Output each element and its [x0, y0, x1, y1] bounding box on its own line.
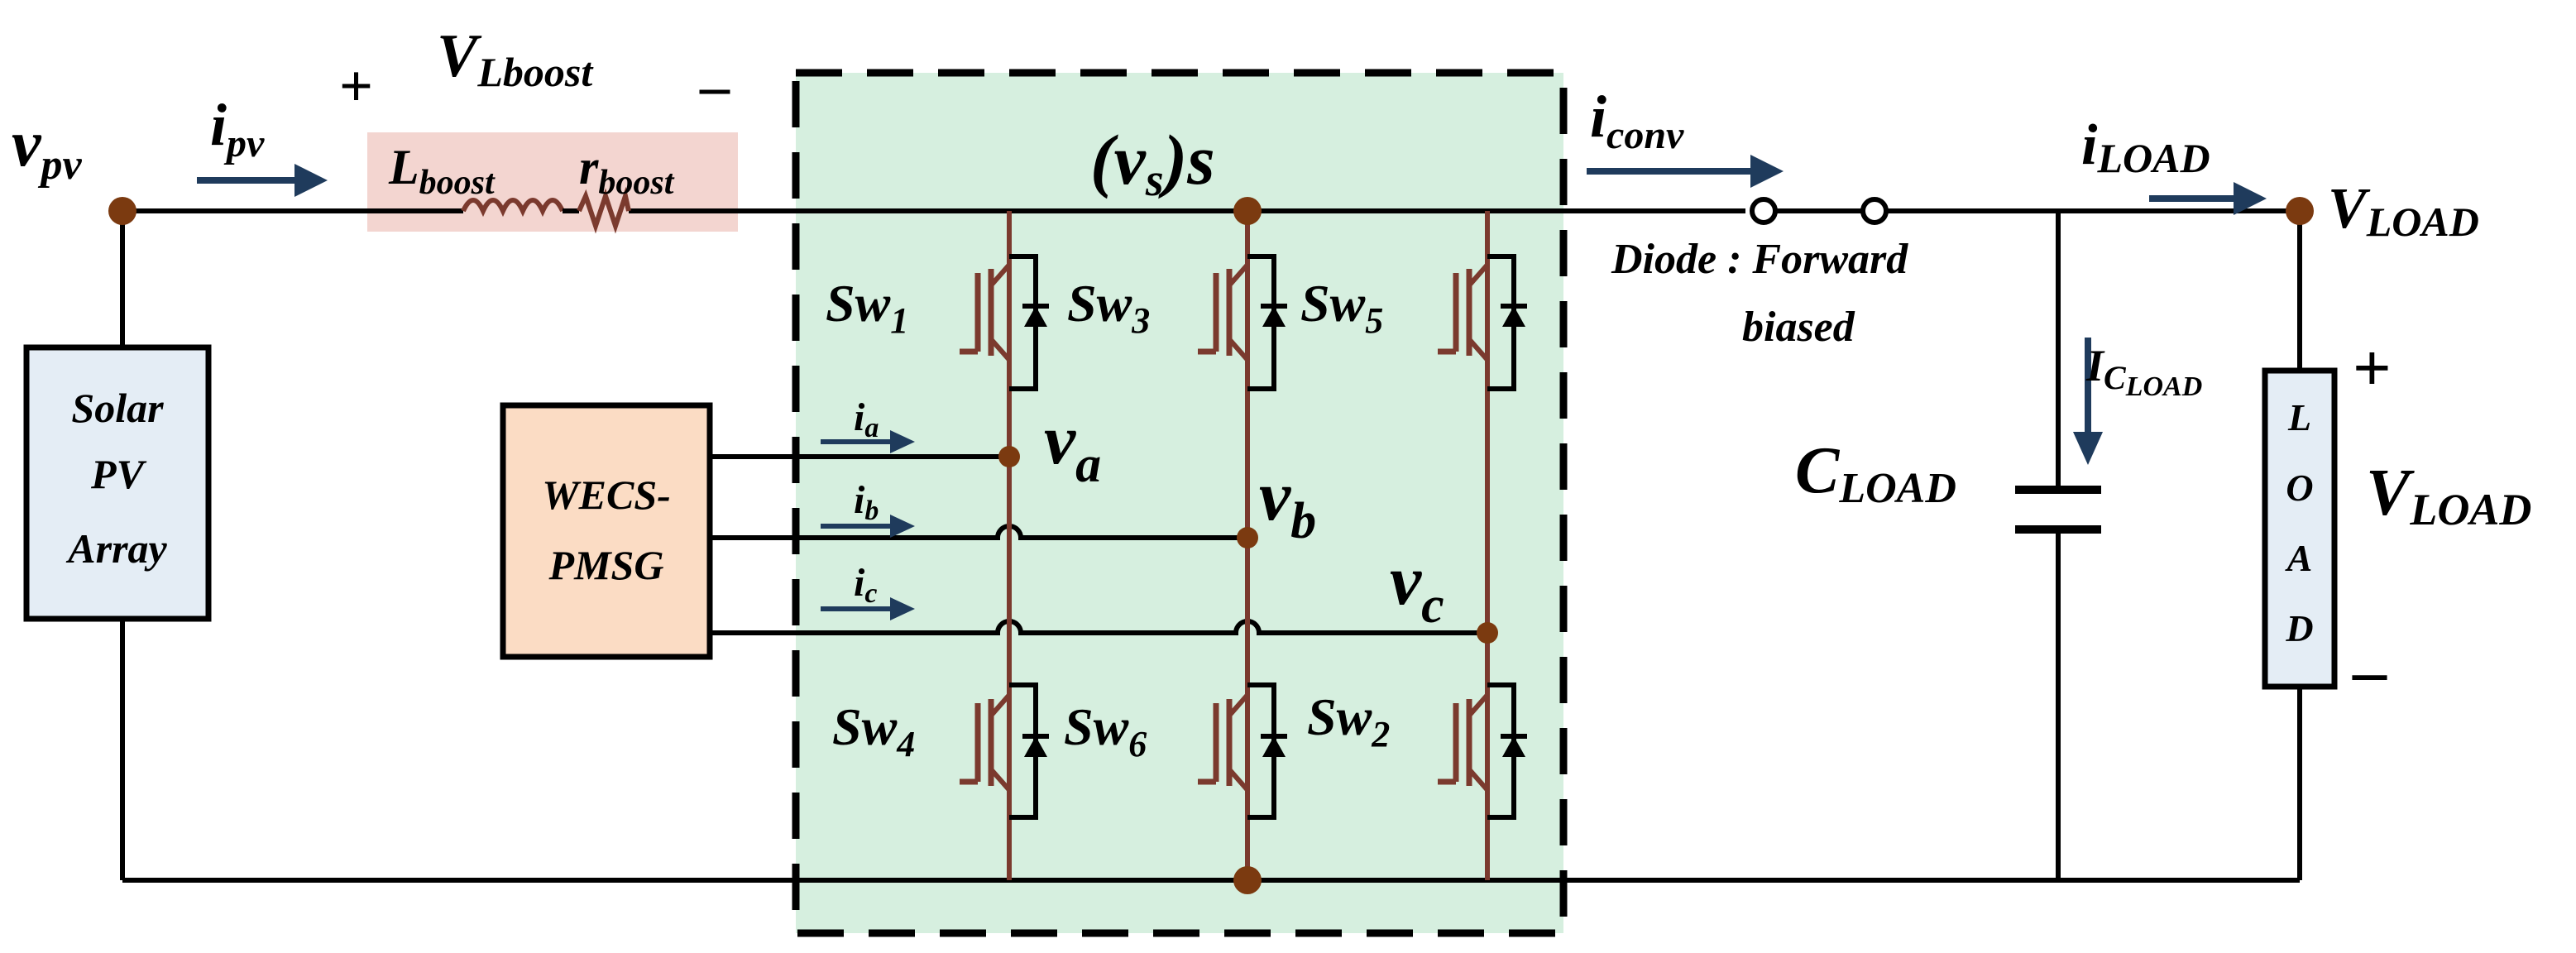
label-diode-2: biased: [1742, 304, 1855, 351]
solar-label-1: Solar: [71, 385, 164, 431]
switch-sw1: [960, 254, 1049, 391]
label-lboost: Lboost: [388, 140, 496, 202]
arrow-ic: [821, 597, 915, 620]
arrow-iload: [2149, 182, 2267, 215]
label-vload-top: VLOAD: [2328, 177, 2479, 245]
load-box: [2262, 367, 2338, 690]
resistor-zigzag: [577, 186, 631, 234]
label-ib: ib: [854, 478, 879, 526]
switch-sw6: [1198, 682, 1287, 820]
label-cload: CLOAD: [1795, 434, 1956, 512]
node-vc: [1477, 622, 1498, 644]
wecs-label-1: WECS-: [542, 472, 671, 518]
label-sw4: Sw4: [832, 697, 915, 764]
label-plus-left: +: [339, 53, 373, 119]
load-letter-2: O: [2286, 467, 2313, 509]
label-sw2: Sw2: [1307, 687, 1390, 754]
label-ic: ic: [854, 561, 877, 609]
diode-terminal-right: [1860, 197, 1889, 225]
wecs-label-2: PMSG: [548, 542, 664, 588]
solar-label-3: Array: [65, 525, 167, 572]
node-vs: [1233, 197, 1262, 225]
label-iconv: iconv: [1590, 84, 1684, 157]
inverter-region: [792, 69, 1568, 937]
switch-sw3: [1198, 254, 1287, 391]
label-vlboost: VLboost: [437, 22, 594, 95]
inductor-highlight: [367, 132, 738, 232]
node-vb: [1237, 527, 1258, 548]
node-vpv: [108, 197, 136, 225]
load-letter-3: A: [2285, 537, 2313, 579]
solar-label-2: PV: [90, 451, 147, 497]
label-ia: ia: [854, 395, 879, 443]
solar-pv-box: [23, 344, 212, 622]
switch-sw2: [1438, 682, 1527, 820]
arrow-iconv: [1587, 155, 1784, 188]
arrow-icload: [2073, 338, 2103, 465]
label-sw6: Sw6: [1064, 697, 1147, 764]
label-plus-right: +: [2353, 330, 2392, 405]
switch-sw4: [960, 682, 1049, 820]
label-vs: (vs)s: [1090, 120, 1215, 206]
load-letter-1: L: [2287, 396, 2311, 438]
label-minus-right: –: [2352, 633, 2387, 708]
inductor-coil: [461, 198, 565, 218]
diode-terminal-left: [1750, 197, 1778, 225]
phase-c-wire: [710, 619, 1487, 635]
node-vload: [2286, 197, 2314, 225]
label-vload-right: VLOAD: [2366, 457, 2531, 534]
label-vpv: vpv: [12, 108, 83, 189]
node-bottom: [1233, 866, 1262, 894]
label-icload: ICLOAD: [2085, 341, 2202, 402]
label-rboost: rboost: [579, 140, 675, 202]
arrow-ia: [821, 430, 915, 453]
label-minus-left: –: [699, 53, 730, 119]
arrow-ipv: [197, 164, 328, 197]
arrow-ib: [821, 515, 915, 538]
label-ipv: ipv: [210, 92, 265, 165]
switch-sw5: [1438, 254, 1527, 391]
label-va: va: [1044, 400, 1101, 493]
label-sw1: Sw1: [826, 274, 908, 341]
load-letter-4: D: [2285, 607, 2313, 649]
label-diode-1: Diode : Forward: [1611, 236, 1908, 283]
wecs-pmsg-box: [500, 402, 713, 660]
label-iload: iLOAD: [2081, 113, 2210, 181]
label-vc: vc: [1390, 540, 1444, 634]
label-sw5: Sw5: [1300, 274, 1383, 341]
label-sw3: Sw3: [1067, 274, 1150, 341]
label-vb: vb: [1259, 456, 1316, 549]
node-va: [998, 446, 1020, 467]
